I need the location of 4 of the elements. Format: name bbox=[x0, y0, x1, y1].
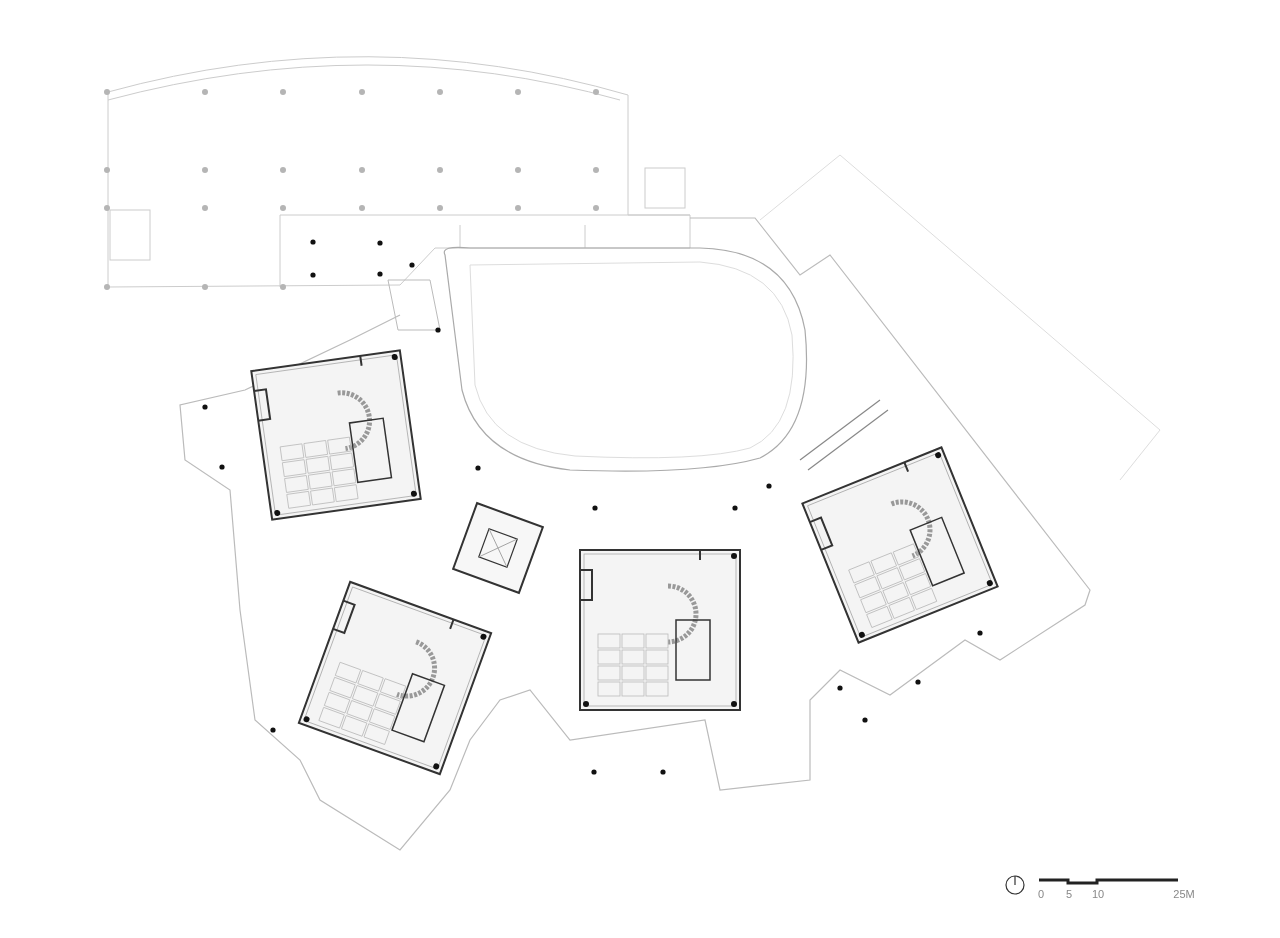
scale-label: 25M bbox=[1173, 889, 1195, 900]
scale-label: 10 bbox=[1091, 889, 1105, 900]
scale-label: 5 bbox=[1065, 889, 1073, 900]
scale-label: 0 bbox=[1037, 889, 1045, 900]
